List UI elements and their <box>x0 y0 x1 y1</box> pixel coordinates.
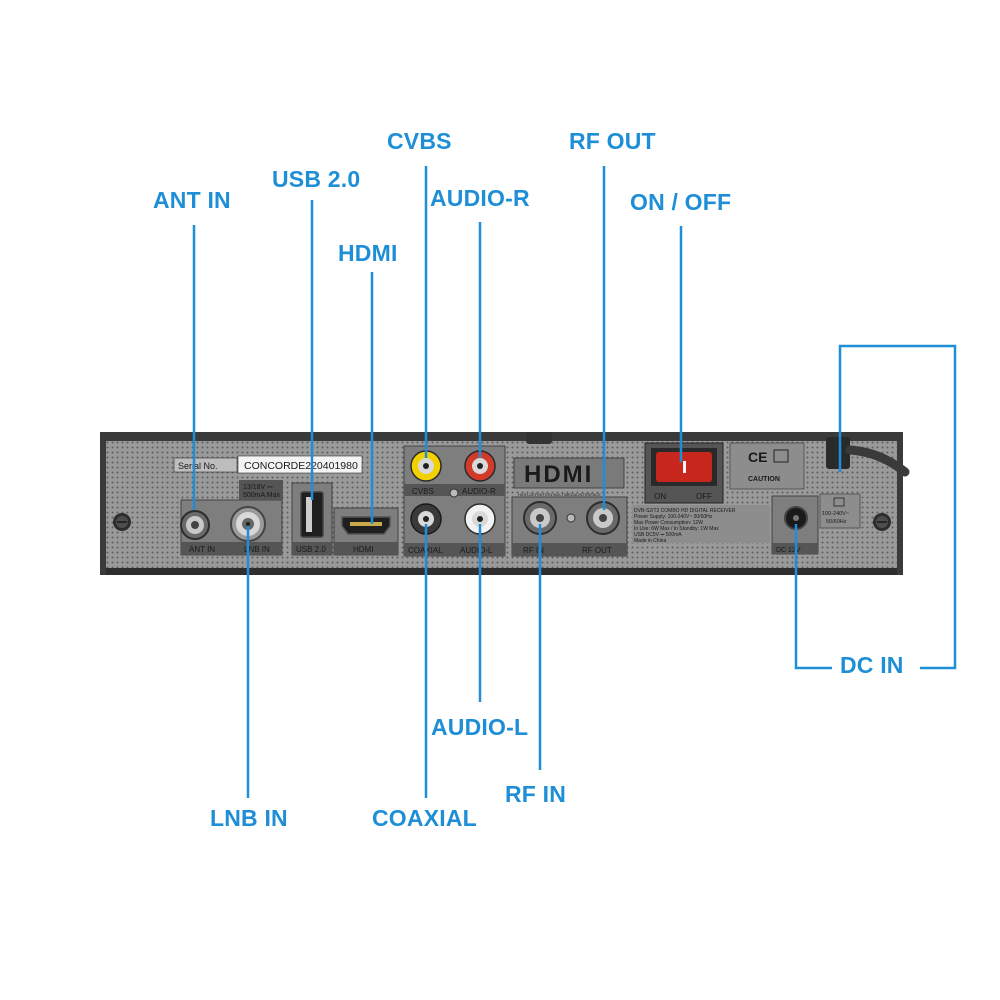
hdmi-logo: HDMI HIGH-DEFINITION MULTIMEDIA INTERFAC… <box>513 457 625 497</box>
rf-screw <box>566 513 576 523</box>
label-rf-in: RF IN <box>505 781 567 807</box>
label-ant-in: ANT IN <box>153 187 231 213</box>
mounting-screw-left <box>113 513 131 531</box>
svg-text:HIGH-DEFINITION MULTIMEDIA INT: HIGH-DEFINITION MULTIMEDIA INTERFACE <box>518 492 601 497</box>
label-cvbs: CVBS <box>387 128 452 154</box>
svg-text:USB DC5V ⎓ 500mA: USB DC5V ⎓ 500mA <box>634 532 682 538</box>
leader-dc-in-cable <box>838 344 957 670</box>
ce-caution-label: CE CAUTION <box>729 442 805 490</box>
svg-text:AUDIO-L: AUDIO-L <box>460 546 493 555</box>
rf-out-connector <box>586 501 620 535</box>
label-audio-l: AUDIO-L <box>431 714 529 740</box>
svg-text:LNB IN: LNB IN <box>244 545 270 554</box>
svg-text:Made in China: Made in China <box>634 538 666 544</box>
label-hdmi: HDMI <box>338 240 398 266</box>
svg-text:In Use: 6W Max / In Standby: 1: In Use: 6W Max / In Standby: 1W Max <box>634 526 719 532</box>
ant-in-connector <box>180 510 210 540</box>
svg-text:RF OUT: RF OUT <box>582 546 612 555</box>
svg-text:Serial No.: Serial No. <box>178 461 218 471</box>
svg-text:DVB-S2/T2 COMBO HD DIGITAL REC: DVB-S2/T2 COMBO HD DIGITAL RECEIVER <box>634 508 736 514</box>
svg-text:CVBS: CVBS <box>412 487 434 496</box>
power-switch: ON OFF <box>644 442 724 504</box>
svg-text:DC 12V: DC 12V <box>776 547 801 554</box>
ground-screw <box>449 488 459 498</box>
power-cable <box>826 437 910 477</box>
label-lnb-in: LNB IN <box>210 805 288 831</box>
label-audio-r: AUDIO-R <box>430 185 530 211</box>
svg-text:CAUTION: CAUTION <box>748 476 780 483</box>
rf-in-connector <box>523 501 557 535</box>
svg-text:ANT IN: ANT IN <box>189 545 215 554</box>
svg-text:500mA Max: 500mA Max <box>243 492 280 499</box>
ac-spec-label: 100-240V~ 50/60Hz <box>819 493 861 529</box>
mounting-screw-right <box>873 513 891 531</box>
svg-text:USB 2.0: USB 2.0 <box>296 545 326 554</box>
svg-text:ON: ON <box>654 492 666 501</box>
label-usb: USB 2.0 <box>272 166 361 192</box>
callout-lines <box>192 166 957 798</box>
svg-text:Max Power Consumption: 12W: Max Power Consumption: 12W <box>634 520 703 526</box>
label-rf-out: RF OUT <box>569 128 656 154</box>
svg-text:CE: CE <box>748 449 767 465</box>
audio-r-connector <box>464 450 496 482</box>
label-coaxial: COAXIAL <box>372 805 477 831</box>
serial-number-sticker: Serial No. CONCORDE220401980 <box>173 455 363 474</box>
cvbs-connector <box>410 450 442 482</box>
spec-label: DVB-S2/T2 COMBO HD DIGITAL RECEIVER Powe… <box>632 505 770 544</box>
leader-dc-in <box>794 524 832 670</box>
svg-text:HDMI: HDMI <box>524 461 593 488</box>
label-dc-in: DC IN <box>840 652 904 678</box>
hdmi-port: HDMI <box>333 507 399 556</box>
svg-text:OFF: OFF <box>696 492 712 501</box>
svg-text:Power Supply: 100-240V~ 50/60H: Power Supply: 100-240V~ 50/60Hz <box>634 514 713 520</box>
svg-text:CONCORDE220401980: CONCORDE220401980 <box>244 460 358 472</box>
svg-text:13/18V ⎓: 13/18V ⎓ <box>243 484 273 491</box>
svg-text:50/60Hz: 50/60Hz <box>826 519 847 525</box>
svg-text:RF IN: RF IN <box>523 546 544 555</box>
svg-text:HDMI: HDMI <box>353 545 373 554</box>
label-on-off: ON / OFF <box>630 189 732 215</box>
svg-text:100-240V~: 100-240V~ <box>822 511 849 517</box>
svg-text:AUDIO-R: AUDIO-R <box>462 487 496 496</box>
